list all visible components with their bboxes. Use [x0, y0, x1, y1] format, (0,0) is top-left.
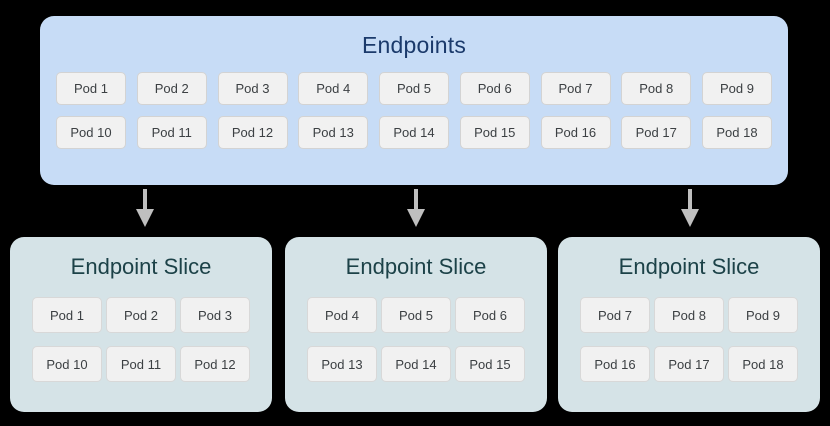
arrow-down-icon [405, 189, 427, 229]
pod-chip[interactable]: Pod 16 [540, 116, 611, 149]
endpoint-slice-pod-row: Pod 13 Pod 14 Pod 15 [307, 346, 525, 382]
endpoint-slice-pod-row: Pod 10 Pod 11 Pod 12 [32, 346, 250, 382]
arrow-down-icon [679, 189, 701, 229]
pod-chip[interactable]: Pod 13 [307, 346, 377, 382]
pod-chip[interactable]: Pod 3 [217, 72, 288, 105]
endpoint-slice-title: Endpoint Slice [618, 254, 760, 279]
pod-chip[interactable]: Pod 6 [455, 297, 525, 333]
endpoint-slice-pod-row: Pod 16 Pod 17 Pod 18 [580, 346, 798, 382]
endpoint-slice-pod-row: Pod 1 Pod 2 Pod 3 [32, 297, 250, 333]
pod-chip[interactable]: Pod 17 [654, 346, 724, 382]
pod-chip[interactable]: Pod 4 [298, 72, 369, 105]
pod-chip[interactable]: Pod 8 [621, 72, 692, 105]
pod-chip[interactable]: Pod 18 [728, 346, 798, 382]
pod-chip[interactable]: Pod 15 [459, 116, 530, 149]
endpoints-pod-row: Pod 10 Pod 11 Pod 12 Pod 13 Pod 14 Pod 1… [56, 116, 772, 149]
pod-chip[interactable]: Pod 7 [540, 72, 611, 105]
pod-chip[interactable]: Pod 18 [702, 116, 772, 149]
pod-chip[interactable]: Pod 10 [56, 116, 126, 149]
pod-chip[interactable]: Pod 9 [702, 72, 772, 105]
pod-chip[interactable]: Pod 11 [106, 346, 176, 382]
pod-chip[interactable]: Pod 1 [56, 72, 126, 105]
pod-chip[interactable]: Pod 7 [580, 297, 650, 333]
endpoint-slice-panel-3: Endpoint Slice Pod 7 Pod 8 Pod 9 Pod 16 … [558, 237, 820, 412]
pod-chip[interactable]: Pod 2 [136, 72, 207, 105]
endpoint-slice-panel-2: Endpoint Slice Pod 4 Pod 5 Pod 6 Pod 13 … [285, 237, 547, 412]
endpoints-pod-grid: Pod 1 Pod 2 Pod 3 Pod 4 Pod 5 Pod 6 Pod … [56, 72, 772, 149]
endpoints-panel: Endpoints Pod 1 Pod 2 Pod 3 Pod 4 Pod 5 … [40, 16, 788, 185]
endpoints-title: Endpoints [361, 32, 467, 58]
pod-chip[interactable]: Pod 12 [180, 346, 250, 382]
pod-chip[interactable]: Pod 5 [381, 297, 451, 333]
pod-chip[interactable]: Pod 17 [621, 116, 692, 149]
pod-chip[interactable]: Pod 8 [654, 297, 724, 333]
endpoint-slice-panel-1: Endpoint Slice Pod 1 Pod 2 Pod 3 Pod 10 … [10, 237, 272, 412]
endpoint-slice-pod-grid: Pod 4 Pod 5 Pod 6 Pod 13 Pod 14 Pod 15 [307, 297, 525, 382]
pod-chip[interactable]: Pod 10 [32, 346, 102, 382]
pod-chip[interactable]: Pod 16 [580, 346, 650, 382]
endpoint-slice-pod-row: Pod 4 Pod 5 Pod 6 [307, 297, 525, 333]
pod-chip[interactable]: Pod 13 [298, 116, 369, 149]
pod-chip[interactable]: Pod 14 [379, 116, 449, 149]
pod-chip[interactable]: Pod 6 [459, 72, 530, 105]
pod-chip[interactable]: Pod 11 [136, 116, 207, 149]
endpoint-slice-pod-row: Pod 7 Pod 8 Pod 9 [580, 297, 798, 333]
pod-chip[interactable]: Pod 2 [106, 297, 176, 333]
arrow-down-icon [134, 189, 156, 229]
endpoint-slice-title: Endpoint Slice [345, 254, 487, 279]
pod-chip[interactable]: Pod 1 [32, 297, 102, 333]
pod-chip[interactable]: Pod 9 [728, 297, 798, 333]
endpoint-slice-pod-grid: Pod 7 Pod 8 Pod 9 Pod 16 Pod 17 Pod 18 [580, 297, 798, 382]
endpoints-pod-row: Pod 1 Pod 2 Pod 3 Pod 4 Pod 5 Pod 6 Pod … [56, 72, 772, 105]
endpoint-slice-title: Endpoint Slice [70, 254, 212, 279]
pod-chip[interactable]: Pod 15 [455, 346, 525, 382]
pod-chip[interactable]: Pod 4 [307, 297, 377, 333]
endpoint-slice-pod-grid: Pod 1 Pod 2 Pod 3 Pod 10 Pod 11 Pod 12 [32, 297, 250, 382]
pod-chip[interactable]: Pod 5 [379, 72, 449, 105]
pod-chip[interactable]: Pod 14 [381, 346, 451, 382]
pod-chip[interactable]: Pod 3 [180, 297, 250, 333]
pod-chip[interactable]: Pod 12 [217, 116, 288, 149]
